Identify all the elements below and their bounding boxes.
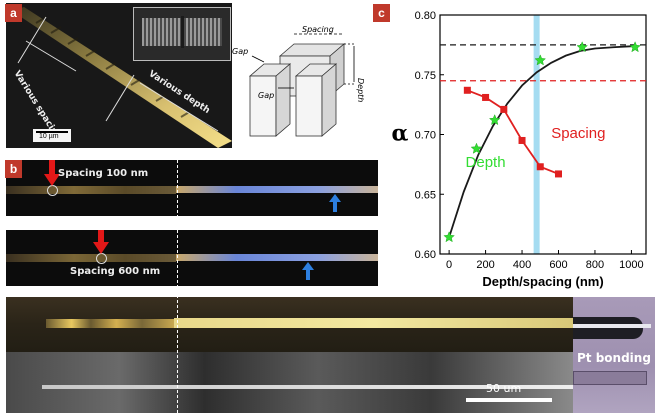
pt-bonding-image: Pt bonding — [573, 297, 655, 413]
red-arrow-bottom — [93, 230, 109, 254]
y-tick-label: 0.65 — [415, 189, 436, 201]
x-tick-label: 0 — [446, 259, 452, 271]
depth-dim-label: Depth — [356, 78, 365, 102]
depth-point — [629, 41, 641, 53]
x-tick-label: 400 — [513, 259, 531, 271]
depth-curve — [448, 45, 636, 238]
blue-arrow-top — [329, 194, 341, 212]
panel-b-tag: b — [5, 160, 22, 178]
depth-point — [443, 231, 455, 243]
spacing-series-label: Spacing — [551, 125, 605, 142]
spacing-point — [554, 170, 562, 178]
scale-bar-bottom-label: 50 um — [486, 382, 522, 395]
x-tick-label: 600 — [549, 259, 567, 271]
panel-a-tag: a — [5, 4, 22, 22]
divider-dashed-line — [177, 160, 178, 413]
gap-top-label: Gap — [232, 47, 248, 56]
scale-bar: 10 µm — [33, 129, 71, 142]
highlight-band — [533, 15, 540, 254]
y-tick-label: 0.80 — [415, 10, 436, 22]
depth-point — [534, 54, 547, 66]
plot-frame — [439, 14, 647, 255]
spacing-dim-label: Spacing — [302, 26, 334, 34]
spacing-600-label: Spacing 600 nm — [70, 266, 161, 277]
x-tick-label: 200 — [476, 259, 494, 271]
depth-point — [576, 41, 589, 53]
nanowire-diagonal — [12, 7, 232, 148]
y-tick-label: 0.70 — [415, 130, 436, 142]
x-tick-label: 800 — [586, 259, 604, 271]
sem-image-strip: 50 um — [6, 352, 573, 413]
scale-bar-bottom — [466, 398, 552, 402]
trench-schematic: Spacing Gap Gap Depth — [232, 26, 365, 137]
y-axis-label: α — [392, 121, 409, 147]
depth-point — [488, 114, 501, 126]
spacing-point — [482, 93, 490, 101]
blue-arrow-bottom — [302, 262, 314, 280]
gap-front-label: Gap — [258, 91, 274, 100]
pt-bonding-label: Pt bonding — [577, 351, 651, 365]
x-tick-label: 1000 — [619, 259, 643, 271]
depth-point — [470, 142, 483, 154]
panel-b-top-strip: Spacing 100 nm — [6, 160, 378, 216]
scale-bar-label: 10 µm — [39, 133, 59, 140]
y-tick-label: 0.75 — [415, 70, 436, 82]
sem-inset — [133, 7, 231, 61]
spacing-point — [463, 86, 471, 94]
red-arrow-top — [44, 160, 60, 186]
spacing-100-label: Spacing 100 nm — [58, 168, 149, 179]
optical-image-strip — [6, 297, 573, 352]
panel-a-micrograph: Various spacing Various depth 10 µm — [6, 3, 232, 148]
spacing-point — [518, 136, 526, 144]
panel-c-tag: c — [373, 4, 390, 22]
y-tick-label: 0.60 — [415, 249, 436, 261]
spacing-point — [536, 163, 544, 171]
alpha-chart: 0 200 400 600 800 1000 0.60 0.65 0.70 0.75 0.80Dep… — [392, 10, 647, 289]
spacing-point — [500, 105, 508, 113]
panel-b-bottom-strip: Spacing 600 nm — [6, 230, 378, 286]
depth-series-label: Depth — [466, 154, 506, 171]
x-axis-label: Depth/spacing (nm) — [482, 274, 603, 289]
